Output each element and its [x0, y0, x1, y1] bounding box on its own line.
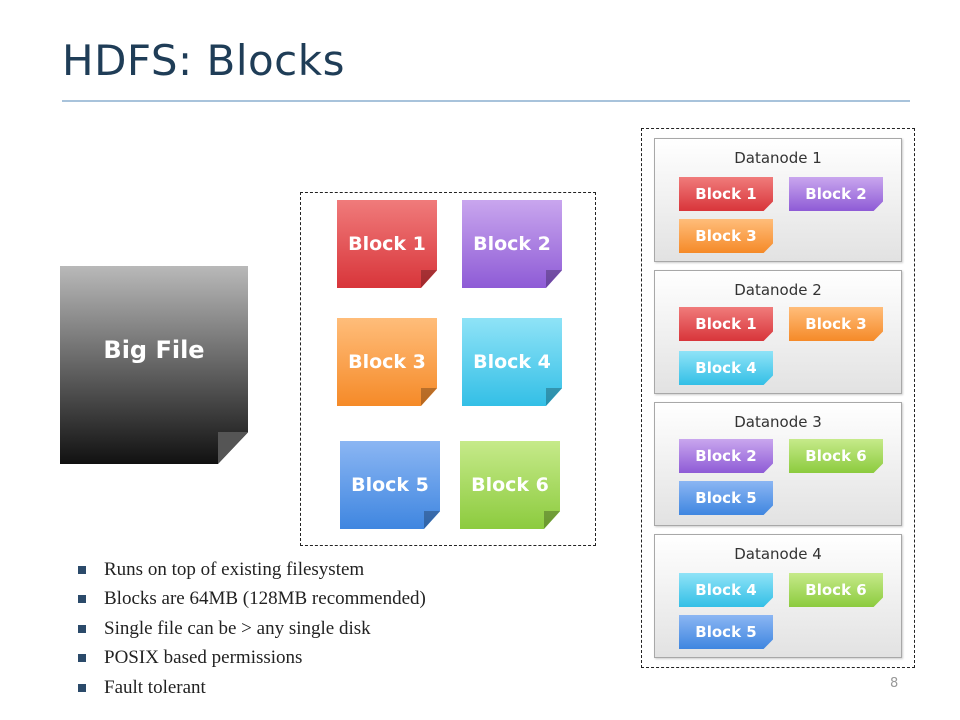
- bullet-item: POSIX based permissions: [78, 644, 426, 674]
- datanode-4-block: Block 4: [679, 573, 773, 607]
- datanode-1: Datanode 1 Block 1 Block 2 Block 3: [654, 138, 902, 262]
- block-2-note: Block 2: [462, 200, 562, 288]
- block-2-label: Block 2: [473, 233, 551, 255]
- block-3-note: Block 3: [337, 318, 437, 406]
- bullet-item: Single file can be > any single disk: [78, 614, 426, 644]
- datanode-1-block: Block 2: [789, 177, 883, 211]
- bullet-square-icon: [78, 595, 86, 604]
- datanode-3: Datanode 3 Block 2 Block 6 Block 5: [654, 402, 902, 526]
- bullet-item: Fault tolerant: [78, 673, 426, 703]
- datanode-1-block: Block 3: [679, 219, 773, 253]
- datanode-4-block: Block 6: [789, 573, 883, 607]
- block-6-label: Block 6: [471, 474, 549, 496]
- block-3-label: Block 3: [348, 351, 426, 373]
- bullet-item: Runs on top of existing filesystem: [78, 555, 426, 585]
- bullet-text: Fault tolerant: [104, 676, 206, 698]
- datanode-4-title: Datanode 4: [734, 545, 822, 563]
- bullet-list: Runs on top of existing filesystem Block…: [78, 555, 426, 703]
- blocks-group: [300, 192, 596, 546]
- datanode-2-block: Block 4: [679, 351, 773, 385]
- block-5-label: Block 5: [351, 474, 429, 496]
- block-4-label: Block 4: [473, 351, 551, 373]
- block-5-note: Block 5: [340, 441, 440, 529]
- datanode-2: Datanode 2 Block 1 Block 3 Block 4: [654, 270, 902, 394]
- datanode-1-block: Block 1: [679, 177, 773, 211]
- block-6-note: Block 6: [460, 441, 560, 529]
- bullet-text: POSIX based permissions: [104, 647, 303, 669]
- block-1-note: Block 1: [337, 200, 437, 288]
- datanode-1-title: Datanode 1: [734, 149, 822, 167]
- bullet-item: Blocks are 64MB (128MB recommended): [78, 585, 426, 615]
- slide-title: HDFS: Blocks: [62, 36, 345, 85]
- bullet-text: Single file can be > any single disk: [104, 617, 371, 639]
- datanode-4-block: Block 5: [679, 615, 773, 649]
- datanode-3-block: Block 2: [679, 439, 773, 473]
- bullet-text: Blocks are 64MB (128MB recommended): [104, 588, 426, 610]
- datanode-2-block: Block 1: [679, 307, 773, 341]
- datanode-2-title: Datanode 2: [734, 281, 822, 299]
- datanode-4: Datanode 4 Block 4 Block 6 Block 5: [654, 534, 902, 658]
- title-divider: [62, 100, 910, 102]
- bullet-square-icon: [78, 565, 86, 574]
- datanode-3-block: Block 5: [679, 481, 773, 515]
- page-number: 8: [890, 676, 899, 691]
- bullet-square-icon: [78, 683, 86, 692]
- bullet-square-icon: [78, 624, 86, 633]
- bullet-square-icon: [78, 654, 86, 663]
- big-file-fold: [218, 432, 248, 464]
- big-file-shape: Big File: [60, 266, 248, 464]
- datanode-2-block: Block 3: [789, 307, 883, 341]
- block-1-label: Block 1: [348, 233, 426, 255]
- datanode-3-title: Datanode 3: [734, 413, 822, 431]
- block-4-note: Block 4: [462, 318, 562, 406]
- datanode-3-block: Block 6: [789, 439, 883, 473]
- datanodes-group: [641, 128, 915, 668]
- bullet-text: Runs on top of existing filesystem: [104, 558, 365, 580]
- big-file-label: Big File: [103, 336, 205, 364]
